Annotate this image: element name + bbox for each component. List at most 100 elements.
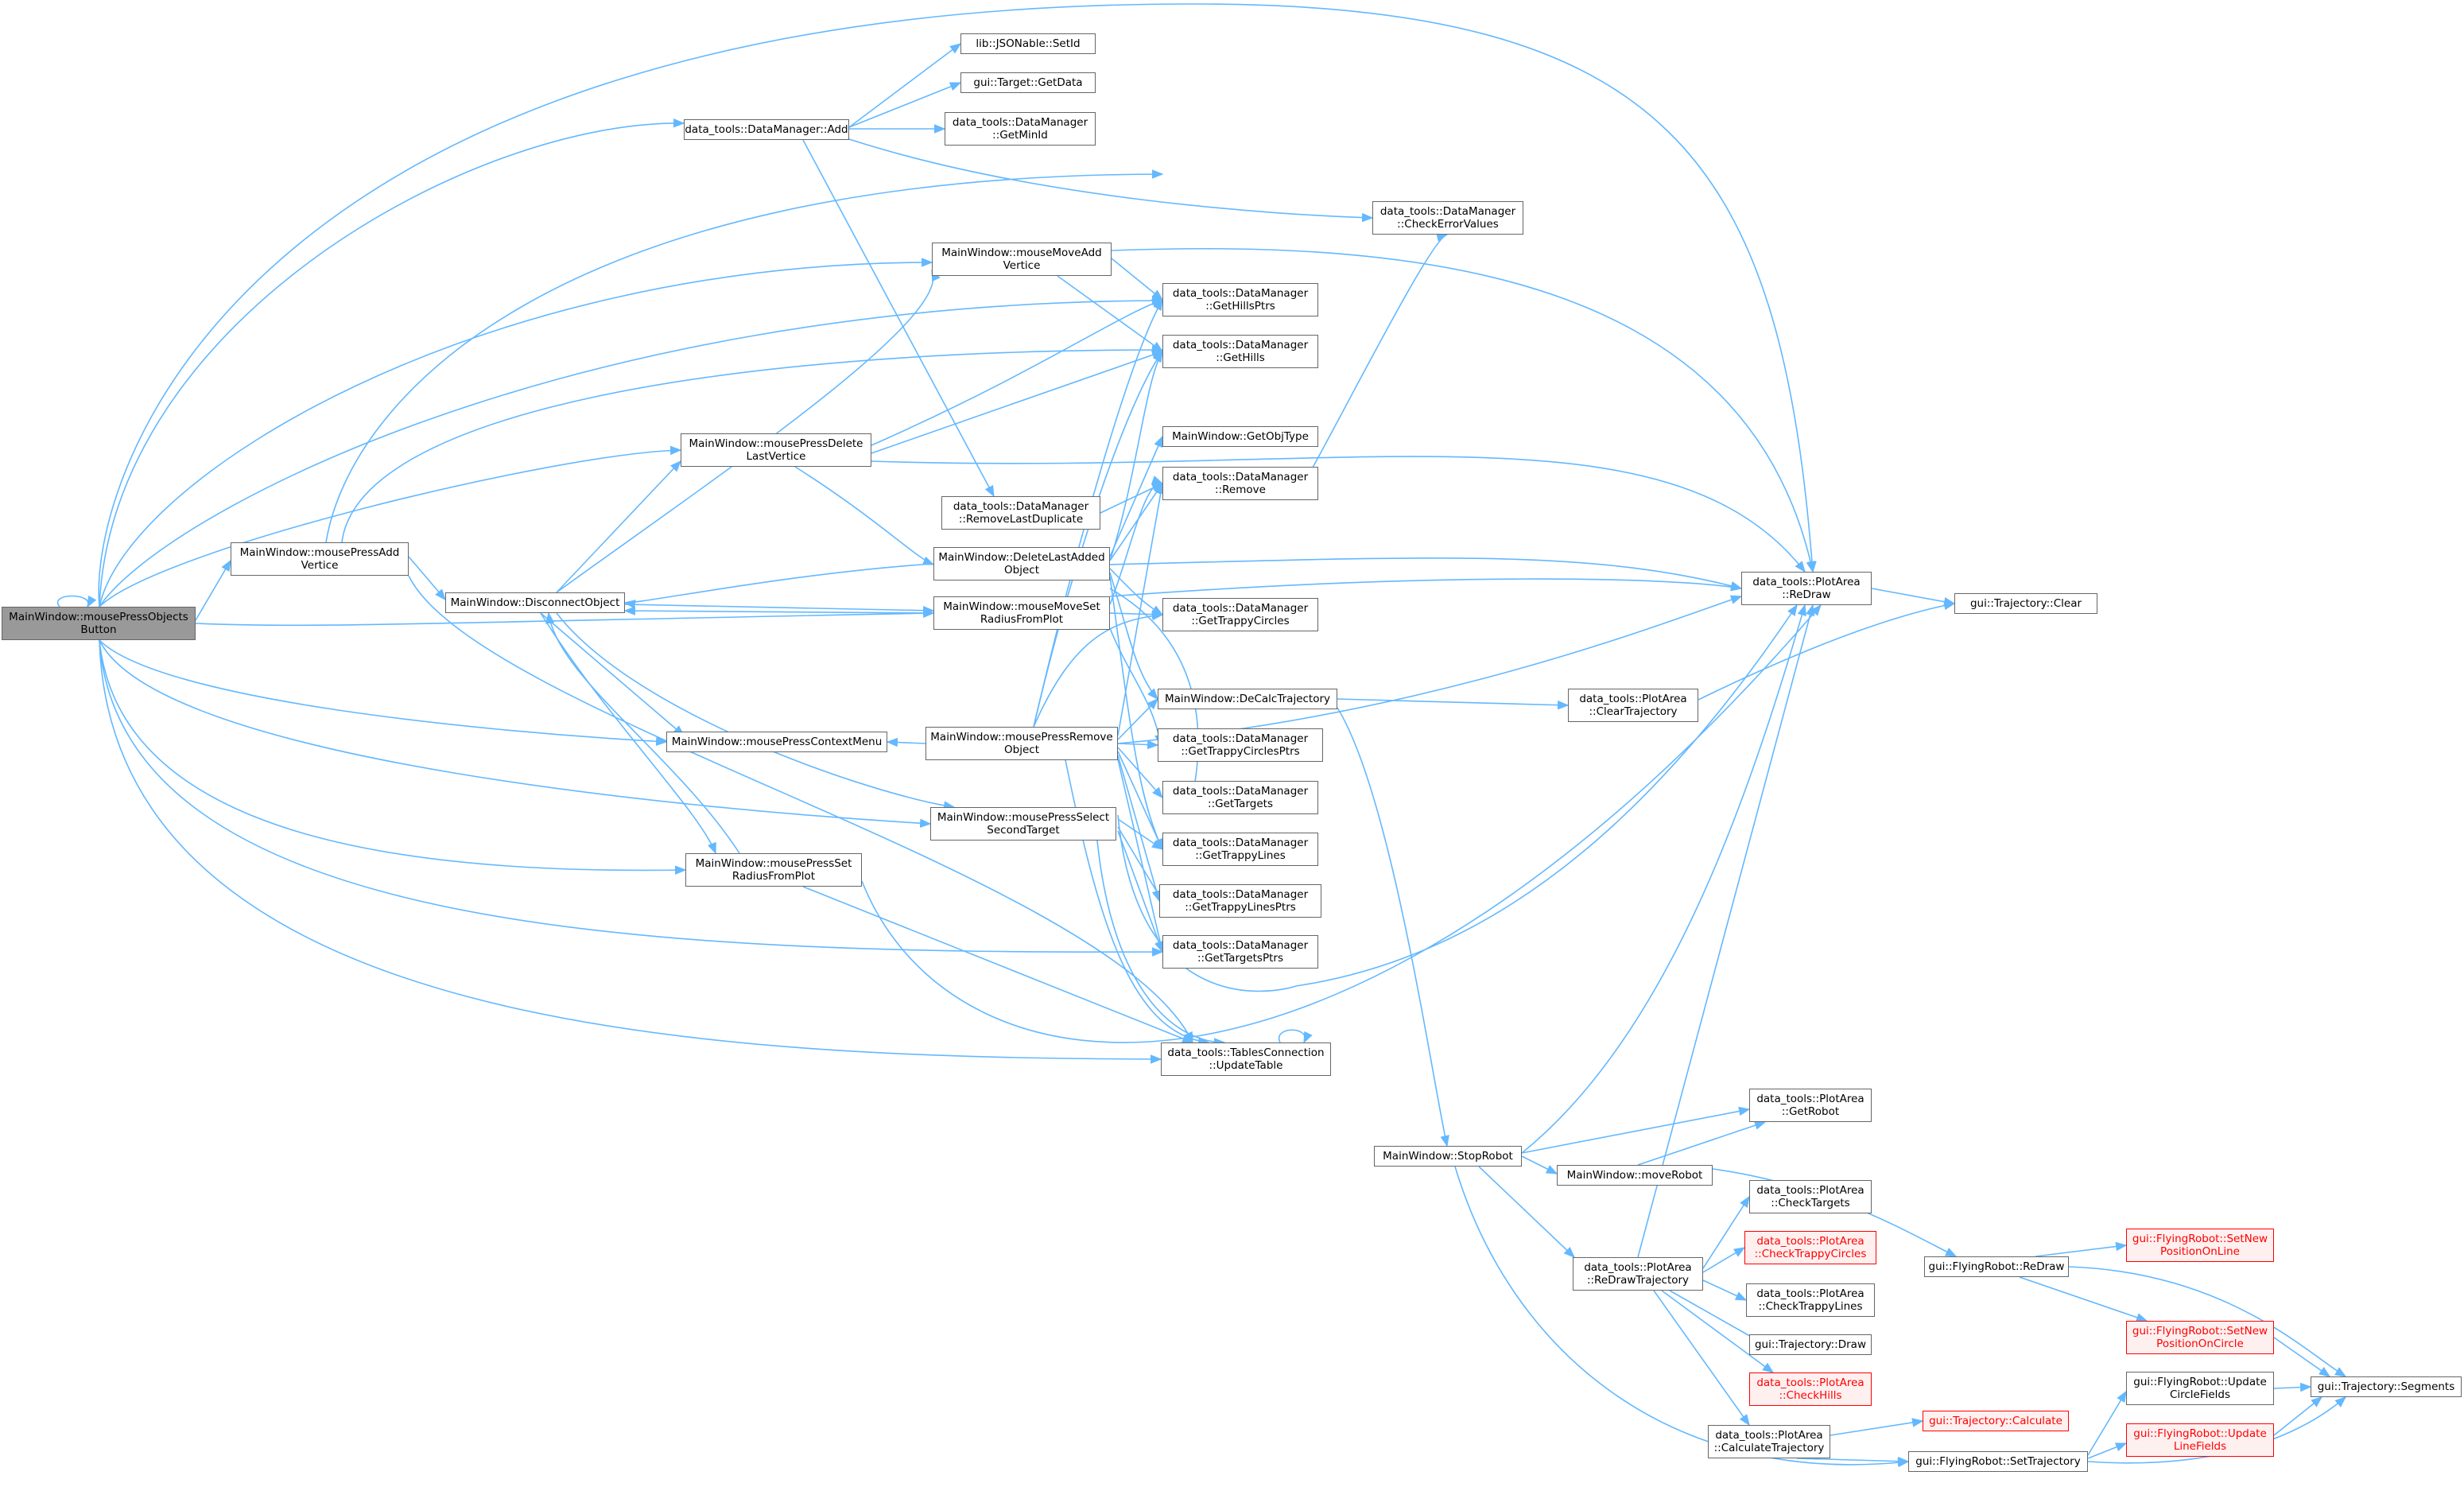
node-datamanager-remove[interactable]: data_tools::DataManager::Remove	[1162, 467, 1318, 500]
node-datamanager-gettrappycircles[interactable]: data_tools::DataManager::GetTrappyCircle…	[1162, 598, 1318, 631]
edge-56	[1117, 747, 1163, 799]
edge-27	[802, 139, 995, 498]
edge-84	[1702, 1195, 1750, 1269]
edge-38	[1109, 482, 1163, 561]
edge-85	[1702, 1247, 1746, 1273]
edge-101	[1278, 1029, 1313, 1044]
node-datamanager-removelastduplicate[interactable]: data_tools::DataManager::RemoveLastDupli…	[941, 496, 1100, 530]
edge-23	[848, 43, 962, 128]
node-trajectory-calculate[interactable]: gui::Trajectory::Calculate	[1923, 1411, 2069, 1431]
edge-11	[99, 639, 1162, 1064]
edge-18	[556, 460, 681, 593]
edge-91	[1796, 1456, 1910, 1466]
edge-65	[1117, 826, 1163, 903]
edge-63	[1033, 611, 1164, 728]
node-flyingrobot-redraw[interactable]: gui::FlyingRobot::ReDraw	[1924, 1256, 2069, 1277]
node-decalctrajectory[interactable]: MainWindow::DeCalcTrajectory	[1158, 689, 1337, 709]
node-disconnectobject[interactable]: MainWindow::DisconnectObject	[445, 592, 625, 613]
node-datamanager-getminid[interactable]: data_tools::DataManager::GetMinId	[945, 112, 1096, 146]
edge-8	[99, 639, 932, 828]
edge-17	[556, 269, 941, 593]
edge-3	[99, 296, 1164, 608]
edge-24	[848, 82, 962, 128]
edge-53	[1117, 482, 1166, 736]
edge-78	[1521, 1155, 1558, 1174]
node-plotarea-cleartrajectory[interactable]: data_tools::PlotArea::ClearTrajectory	[1568, 689, 1698, 722]
edge-92	[2035, 1241, 2128, 1257]
node-tablesconnection-updatetable[interactable]: data_tools::TablesConnection::UpdateTabl…	[1161, 1042, 1331, 1076]
edge-26	[848, 138, 1374, 223]
edge-71	[545, 611, 740, 854]
node-moverobot[interactable]: MainWindow::moveRobot	[1557, 1165, 1713, 1186]
edge-49	[1109, 578, 1743, 597]
node-datamanager-gettargetsptrs[interactable]: data_tools::DataManager::GetTargetsPtrs	[1162, 935, 1318, 969]
edge-43	[1109, 576, 1163, 851]
edge-15	[341, 345, 1164, 543]
node-plotarea-checktrappylines[interactable]: data_tools::PlotArea::CheckTrappyLines	[1746, 1283, 1875, 1317]
node-plotarea-redrawtrajectory[interactable]: data_tools::PlotArea::ReDrawTrajectory	[1573, 1257, 1703, 1291]
edge-93	[2019, 1276, 2148, 1322]
node-datamanager-checkerrorvalues[interactable]: data_tools::DataManager::CheckErrorValue…	[1372, 201, 1523, 235]
node-trajectory-draw[interactable]: gui::Trajectory::Draw	[1749, 1334, 1872, 1355]
edge-37	[1109, 435, 1163, 557]
edge-45	[1303, 232, 1449, 484]
edge-83	[1637, 604, 1815, 1258]
edge-81	[1637, 1120, 1767, 1166]
node-plotarea-getrobot[interactable]: data_tools::PlotArea::GetRobot	[1749, 1089, 1872, 1122]
edge-75	[1871, 588, 1956, 607]
node-jsonable-setid[interactable]: lib::JSONable::SetId	[960, 33, 1096, 54]
node-datamanager-gettrappycirclesptrs[interactable]: data_tools::DataManager::GetTrappyCircle…	[1158, 728, 1323, 762]
edge-31	[871, 299, 1164, 446]
edge-12	[56, 595, 97, 608]
edge-51	[1033, 350, 1163, 728]
node-plotarea-checktargets[interactable]: data_tools::PlotArea::CheckTargets	[1749, 1180, 1872, 1213]
edge-90	[1830, 1418, 1924, 1436]
node-target-getdata[interactable]: gui::Target::GetData	[960, 72, 1096, 93]
node-datamanager-gettargets[interactable]: data_tools::DataManager::GetTargets	[1162, 781, 1318, 814]
edge-73	[1337, 707, 1449, 1147]
node-datamanager-gettrappylines[interactable]: data_tools::DataManager::GetTrappyLines	[1162, 833, 1318, 866]
node-datamanager-add[interactable]: data_tools::DataManager::Add	[684, 119, 849, 140]
node-plotarea-redraw[interactable]: data_tools::PlotArea::ReDraw	[1741, 572, 1872, 605]
node-datamanager-gethillsptrs[interactable]: data_tools::DataManager::GetHillsPtrs	[1162, 283, 1318, 316]
node-plotarea-checktrappycircles[interactable]: data_tools::PlotArea::CheckTrappyCircles	[1744, 1231, 1876, 1264]
node-plotarea-checkhills[interactable]: data_tools::PlotArea::CheckHills	[1749, 1372, 1872, 1406]
node-mousepresscontextmenu[interactable]: MainWindow::mousePressContextMenu	[666, 732, 887, 752]
node-stoprobot[interactable]: MainWindow::StopRobot	[1374, 1146, 1522, 1167]
edge-74	[1698, 600, 1956, 701]
node-getobjtype[interactable]: MainWindow::GetObjType	[1162, 426, 1318, 447]
edge-2	[99, 258, 933, 608]
node-datamanager-gethills[interactable]: data_tools::DataManager::GetHills	[1162, 335, 1318, 368]
edge-59	[1117, 759, 1165, 953]
edge-7	[99, 639, 668, 747]
edge-16	[408, 575, 1193, 1044]
node-datamanager-gettrappylinesptrs[interactable]: data_tools::DataManager::GetTrappyLinesP…	[1159, 884, 1321, 918]
edge-62	[886, 737, 926, 747]
node-plotarea-calculatetrajectory[interactable]: data_tools::PlotArea::CalculateTrajector…	[1708, 1425, 1830, 1458]
edge-50	[623, 606, 934, 615]
edge-68	[1096, 840, 1226, 1047]
edge-5	[195, 608, 935, 627]
edge-39	[1109, 350, 1163, 561]
edge-76	[1521, 604, 1806, 1154]
edge-32	[871, 350, 1164, 454]
edge-33	[871, 456, 1806, 573]
node-trajectory-segments[interactable]: gui::Trajectory::Segments	[2311, 1376, 2462, 1397]
edge-34	[794, 466, 935, 565]
node-trajectory-clear[interactable]: gui::Trajectory::Clear	[1954, 593, 2097, 614]
node-flyingrobot-settrajectory[interactable]: gui::FlyingRobot::SetTrajectory	[1908, 1451, 2088, 1472]
